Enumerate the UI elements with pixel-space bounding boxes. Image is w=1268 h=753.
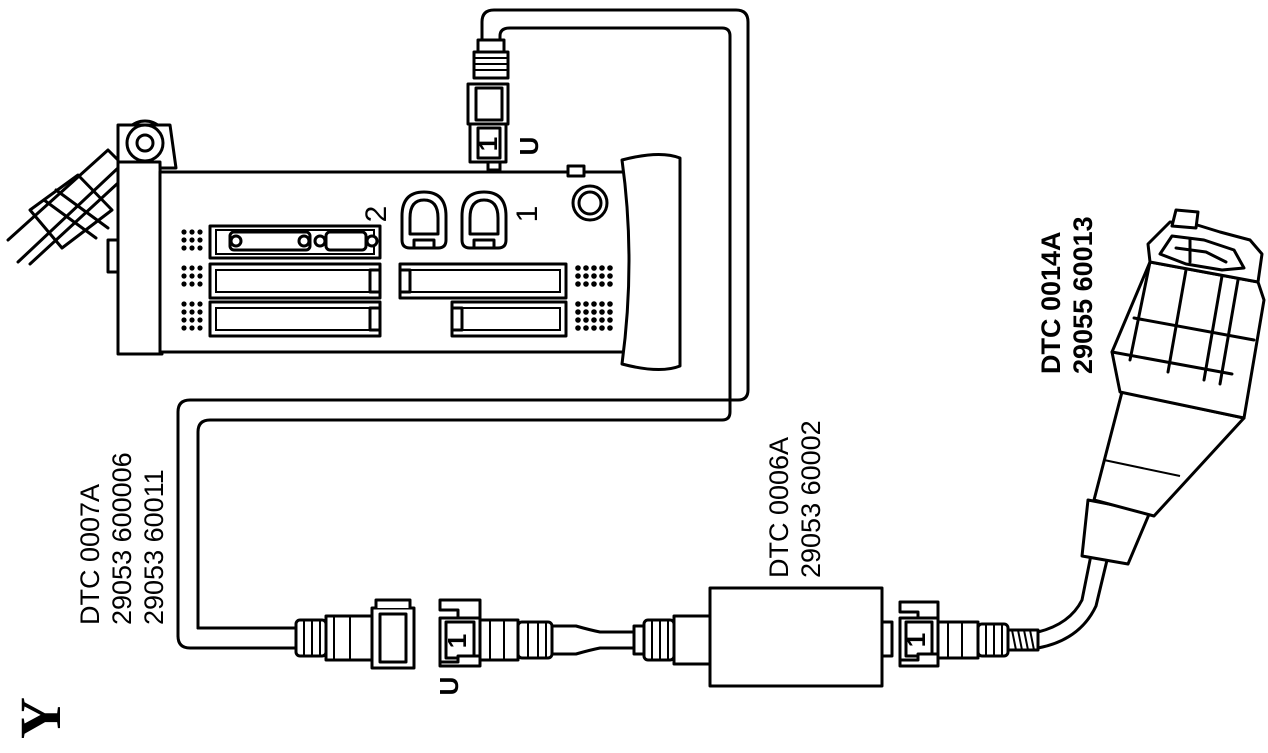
connector-0007a-end — [294, 598, 416, 670]
db9-port[interactable] — [324, 230, 368, 252]
port-1-label: 1 — [511, 206, 544, 223]
tester-slot-row-2 — [208, 262, 382, 300]
cable-0014a-line-2: 29055 60013 — [1068, 216, 1098, 374]
tester-unit: 2 1 — [6, 119, 682, 371]
middle-connector-letter: U — [434, 677, 464, 696]
cable-dtc-0007a — [176, 8, 750, 650]
port-2-label: 2 — [360, 206, 393, 223]
cable-0007a-line-1: DTC 0007A — [75, 484, 105, 625]
tester-vent-left — [181, 229, 203, 331]
tester-handle — [6, 119, 178, 266]
cable-0014a-line-1: DTC 0014A — [1036, 231, 1066, 374]
cable-0006a-line-1: DTC 0006A — [764, 437, 794, 578]
tester-slot-row-4 — [398, 262, 568, 300]
tester-right-cap — [620, 153, 682, 371]
adapter-box-0006a — [708, 586, 884, 688]
adapter-chain-right: 1 — [898, 600, 1040, 668]
top-connector-num: 1 — [473, 137, 503, 151]
tester-left-bumper — [116, 160, 164, 356]
socket-1[interactable] — [460, 190, 508, 250]
cable-0006a-line-2: 29053 60002 — [796, 420, 826, 578]
right-connector-num: 1 — [901, 633, 931, 647]
middle-connector-num: 1 — [442, 634, 472, 648]
tester-slot-row-3 — [208, 300, 382, 338]
tester-slot-row-5 — [450, 300, 568, 338]
tester-vent-right — [575, 265, 613, 331]
tester-slot-row-1 — [208, 224, 382, 260]
adapter-chain-middle: 1 U — [434, 586, 894, 696]
cable-0007a-line-2: 29053 600006 — [107, 452, 137, 625]
top-connector-letter: U — [514, 137, 544, 156]
figure-marker: Y — [8, 697, 73, 739]
cable-0007a-line-3: 29053 60011 — [139, 469, 169, 625]
connector-top-tester: 1 U — [466, 38, 544, 172]
probe-dtc-0014a — [1036, 208, 1266, 650]
socket-2[interactable] — [400, 190, 448, 250]
